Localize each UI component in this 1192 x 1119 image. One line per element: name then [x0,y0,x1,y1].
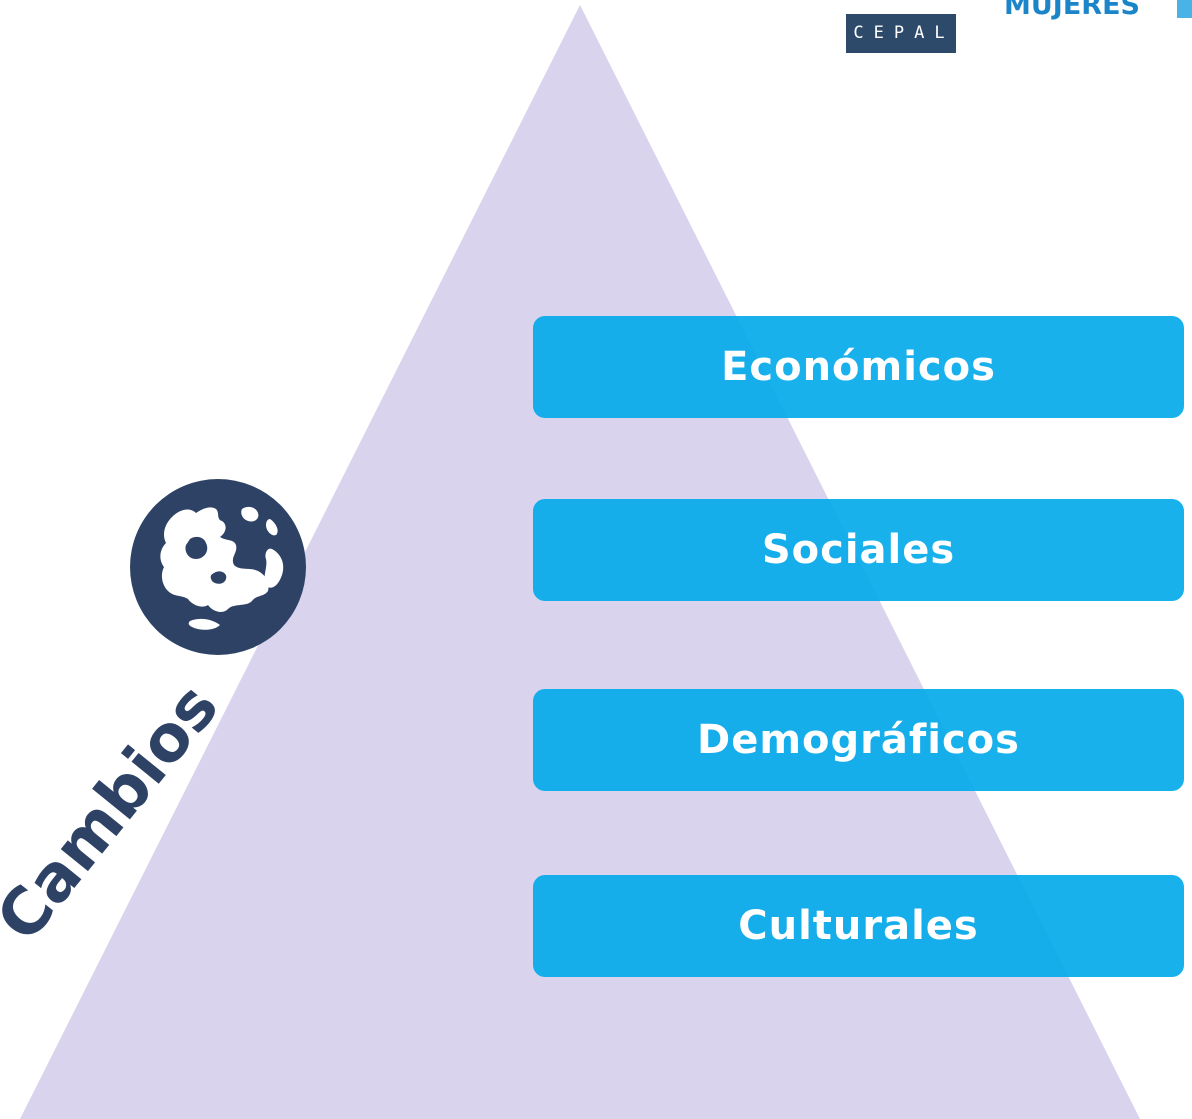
category-box-demograficos: Demográficos [533,689,1184,791]
category-label: Demográficos [697,717,1020,763]
mujeres-logo-mark [1177,0,1192,18]
globe-icon [130,479,306,655]
category-label: Culturales [738,903,979,949]
cepal-logo: CEPAL [846,14,956,53]
category-box-sociales: Sociales [533,499,1184,601]
category-label: Sociales [761,527,956,573]
mujeres-logo: MUJERES [1004,0,1140,21]
category-label: Económicos [721,344,996,390]
category-box-economicos: Económicos [533,316,1184,418]
category-box-culturales: Culturales [533,875,1184,977]
